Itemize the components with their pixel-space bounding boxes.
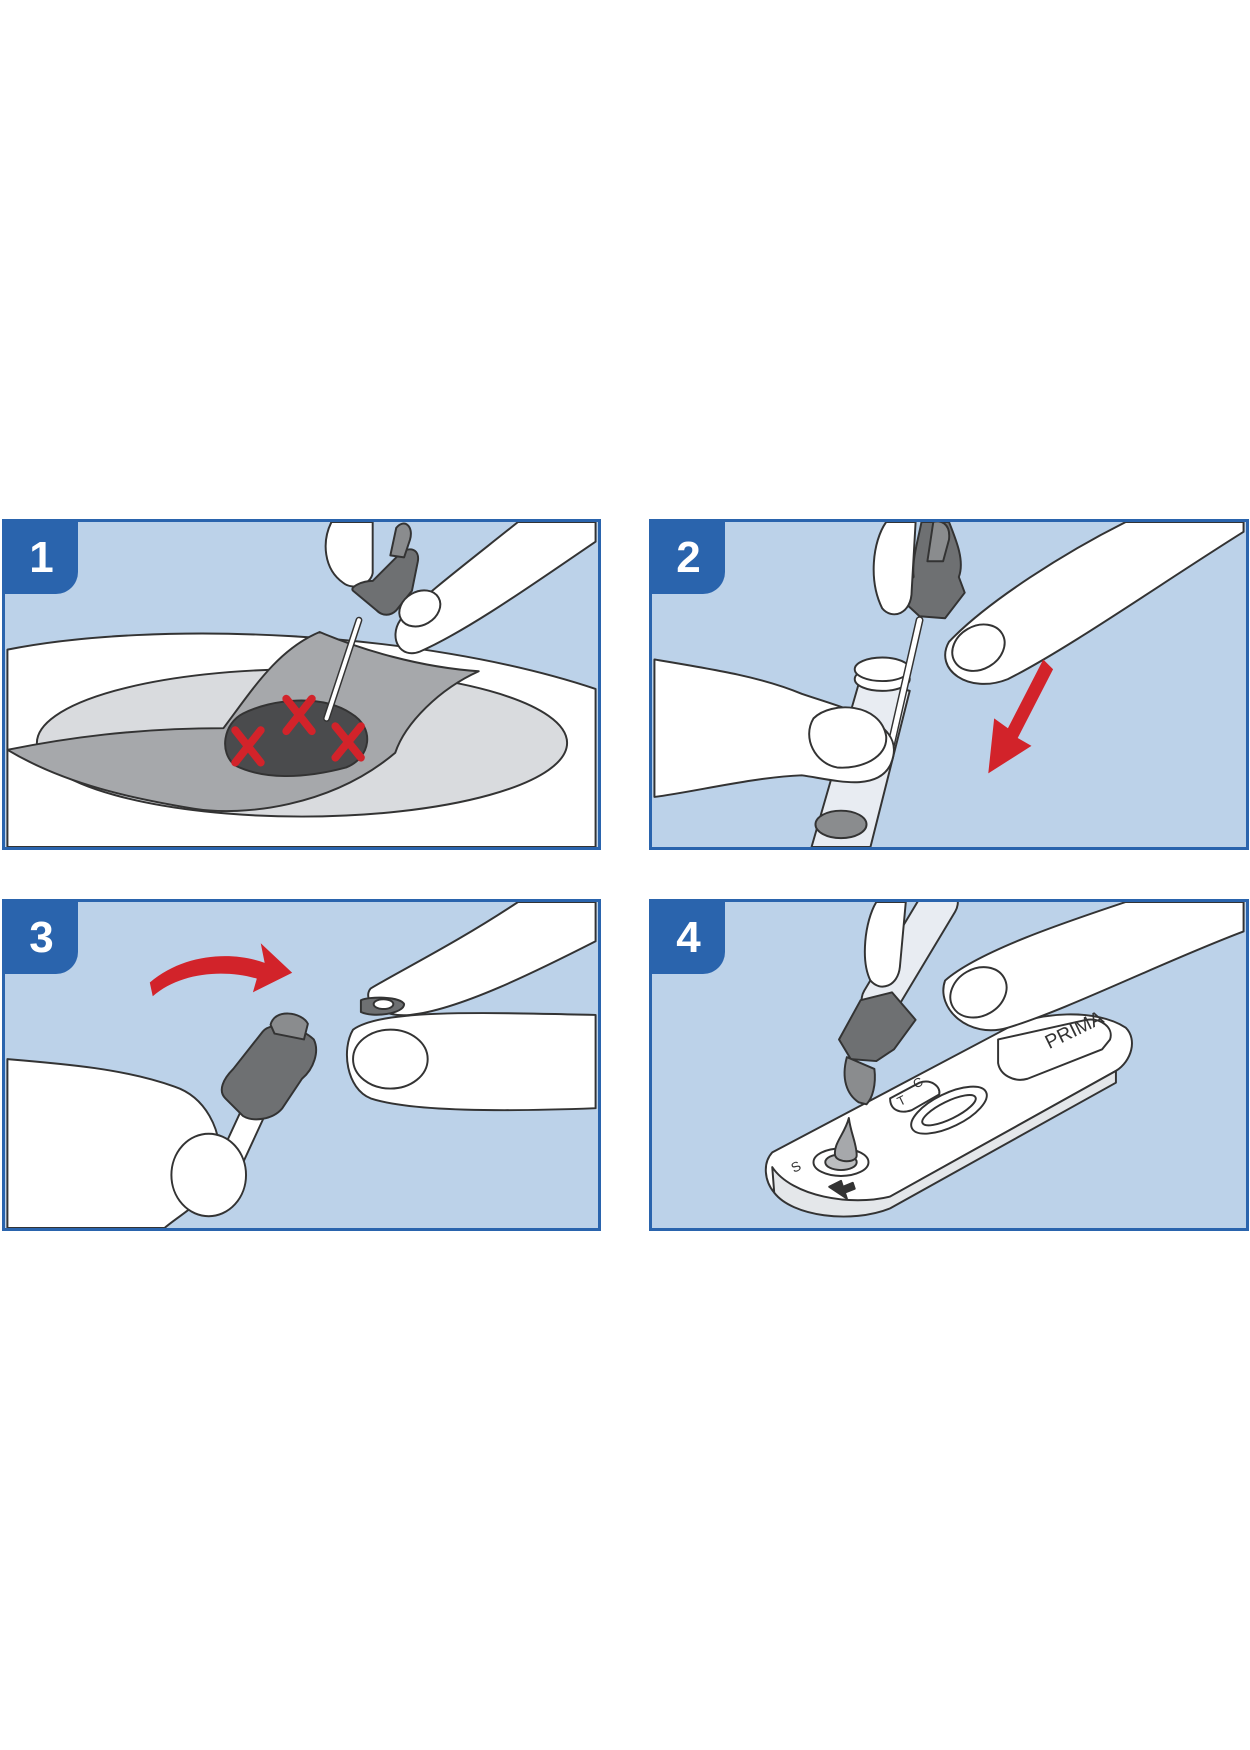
step-number-badge: 3 — [5, 902, 78, 974]
step-number-badge: 2 — [652, 522, 725, 594]
upper-finger — [367, 902, 597, 1017]
curved-arrow-icon — [149, 943, 293, 997]
sample-drop — [833, 1117, 858, 1163]
fingernail — [951, 623, 1006, 672]
step-4-panel: PRIMA C T S 4 — [649, 899, 1249, 1231]
fingernail — [352, 1028, 429, 1090]
hand-index-finger — [394, 522, 597, 655]
tube-cap — [351, 548, 420, 616]
step-2-illustration — [653, 522, 1245, 847]
brand-window — [997, 1018, 1112, 1081]
step-4-illustration: PRIMA C T S — [764, 902, 1245, 1218]
red-cross-marks — [231, 694, 365, 767]
step-1-illustration — [6, 522, 597, 847]
hand-index-finger — [942, 902, 1245, 1032]
step-3-panel: 3 — [2, 899, 601, 1231]
hand-thumb — [324, 522, 374, 588]
fingernail — [949, 966, 1008, 1019]
hand-thumb — [863, 902, 907, 988]
down-arrow-icon — [988, 659, 1054, 774]
step-2-panel: 2 — [649, 519, 1249, 850]
step-number-badge: 1 — [5, 522, 78, 594]
right-thumb — [872, 522, 917, 616]
thumbnail — [170, 1132, 248, 1218]
sample-arrow-icon — [828, 1179, 856, 1200]
label-area — [889, 1080, 941, 1113]
left-thumbnail — [808, 706, 888, 769]
step-3-illustration — [6, 902, 597, 1228]
step-1-panel: 1 — [2, 519, 601, 850]
fingernail — [398, 589, 442, 628]
dropper-cap — [838, 991, 917, 1063]
step-number-badge: 4 — [652, 902, 725, 974]
right-index-finger — [944, 522, 1245, 685]
